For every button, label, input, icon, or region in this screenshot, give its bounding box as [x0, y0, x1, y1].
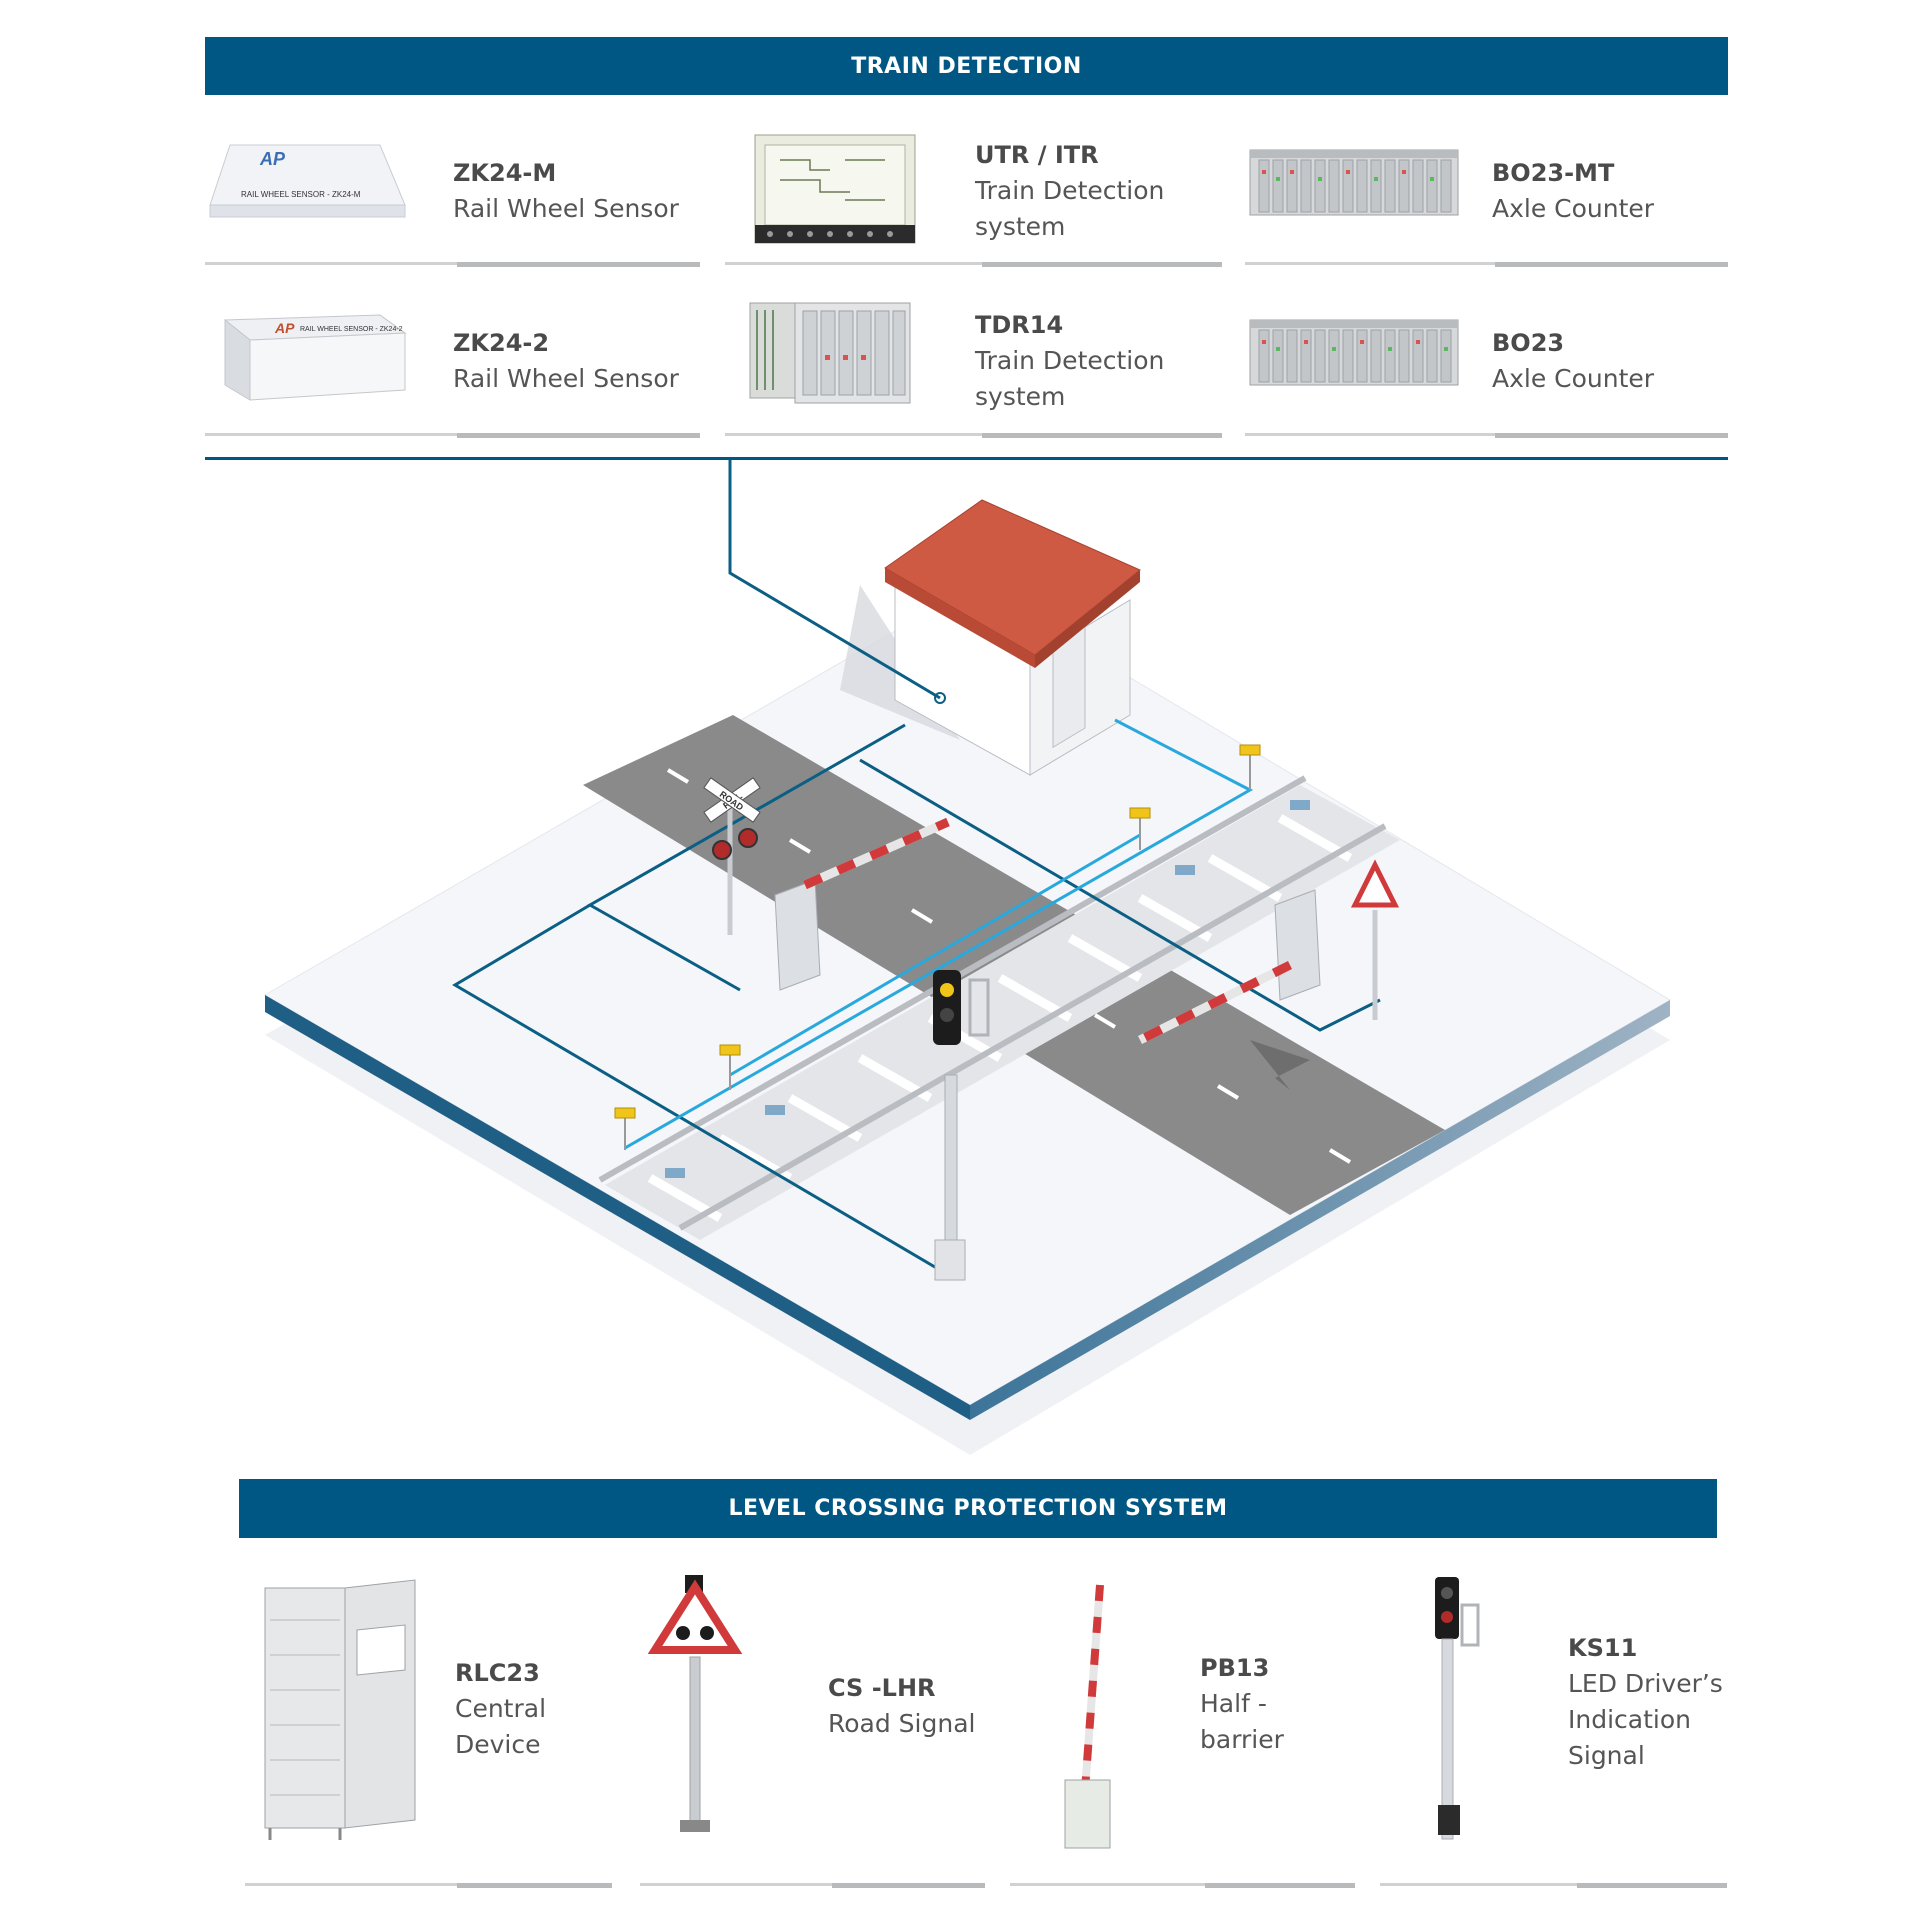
product-desc: Train Detection [975, 176, 1165, 205]
product-desc: Rail Wheel Sensor [453, 194, 679, 223]
train-detection-title: TRAIN DETECTION [851, 53, 1082, 79]
product-code: PB13 [1200, 1654, 1270, 1682]
product-code: BO23 [1492, 329, 1565, 357]
train-detection-module-icon [754, 134, 916, 244]
platform-edge-left [265, 995, 970, 1420]
product-utr-itr[interactable]: UTR / ITR Train Detection system [725, 115, 1225, 265]
central-cabinet-icon [264, 1579, 416, 1840]
road-signal-icon [647, 1575, 743, 1832]
product-code: ZK24-M [453, 159, 557, 187]
product-zk24-m[interactable]: AP RAIL WHEEL SENSOR - ZK24-M ZK24-M Rai… [205, 115, 705, 265]
product-zk24-2[interactable]: AP RAIL WHEEL SENSOR - ZK24-2 ZK24-2 Rai… [205, 285, 705, 435]
product-code: CS -LHR [828, 1674, 936, 1702]
level-crossing-scene: RAIL ROAD [264, 460, 1671, 1455]
sensors [614, 744, 1310, 1178]
product-code: TDR14 [975, 311, 1064, 339]
product-desc-2: Device [455, 1730, 541, 1759]
rail-wheel-sensor-flat-icon: AP RAIL WHEEL SENSOR - ZK24-M [209, 144, 406, 218]
product-desc: Train Detection [975, 346, 1165, 375]
section-divider [205, 457, 1728, 460]
product-desc-3: Signal [1568, 1741, 1645, 1770]
half-barrier-icon [1064, 1584, 1111, 1849]
product-desc: Axle Counter [1492, 194, 1655, 223]
product-desc-2: barrier [1200, 1725, 1284, 1754]
product-code: RLC23 [455, 1659, 540, 1687]
cables-main [452, 460, 1381, 1272]
train-detection-banner: TRAIN DETECTION [205, 37, 1728, 95]
product-ks11[interactable]: KS11 LED Driver’s Indication Signal [1380, 1565, 1730, 1855]
thumb-logo: AP [274, 320, 295, 336]
control-house [840, 499, 1141, 776]
crossbuck-signal: RAIL ROAD [703, 777, 761, 935]
product-desc: Road Signal [828, 1709, 976, 1738]
product-code: BO23-MT [1492, 159, 1615, 187]
product-code: ZK24-2 [453, 329, 550, 357]
product-desc: Axle Counter [1492, 364, 1655, 393]
platform-edge-right [970, 1000, 1670, 1420]
product-desc-2: Indication [1568, 1705, 1691, 1734]
barrier-right [1137, 889, 1321, 1045]
product-rlc23[interactable]: RLC23 Central Device [245, 1570, 620, 1850]
thumb-label: RAIL WHEEL SENSOR - ZK24-2 [300, 326, 403, 333]
train-detection-rack-icon [749, 302, 911, 404]
product-desc: LED Driver’s [1568, 1669, 1723, 1698]
product-desc-2: system [975, 212, 1066, 241]
product-pb13[interactable]: PB13 Half - barrier [1010, 1575, 1355, 1855]
road-markings [666, 768, 1352, 1164]
product-code: UTR / ITR [975, 141, 1099, 169]
product-cs-lhr[interactable]: CS -LHR Road Signal [640, 1565, 985, 1855]
barrier-left [774, 817, 950, 991]
led-driver-signal-icon [1435, 1577, 1480, 1840]
rail-wheel-sensor-box-icon: AP RAIL WHEEL SENSOR - ZK24-2 [223, 314, 407, 401]
product-tdr14[interactable]: TDR14 Train Detection system [725, 285, 1225, 435]
axle-counter-rack-icon [1249, 149, 1459, 216]
road-signal-right [1350, 859, 1400, 1020]
product-desc: Half - [1200, 1689, 1267, 1718]
track-bed [605, 785, 1400, 1240]
axle-counter-rack-icon [1249, 319, 1459, 386]
level-crossing-banner: LEVEL CROSSING PROTECTION SYSTEM [239, 1479, 1717, 1538]
product-bo23-mt[interactable]: BO23-MT Axle Counter [1245, 115, 1730, 265]
product-code: KS11 [1568, 1634, 1638, 1662]
product-desc: Rail Wheel Sensor [453, 364, 679, 393]
product-bo23[interactable]: BO23 Axle Counter [1245, 285, 1730, 435]
thumb-label: RAIL WHEEL SENSOR - ZK24-M [241, 190, 361, 199]
level-crossing-title: LEVEL CROSSING PROTECTION SYSTEM [728, 1496, 1228, 1521]
driver-signal [933, 970, 990, 1281]
product-desc-2: system [975, 382, 1066, 411]
product-desc: Central [455, 1694, 547, 1723]
thumb-logo: AP [259, 149, 286, 169]
